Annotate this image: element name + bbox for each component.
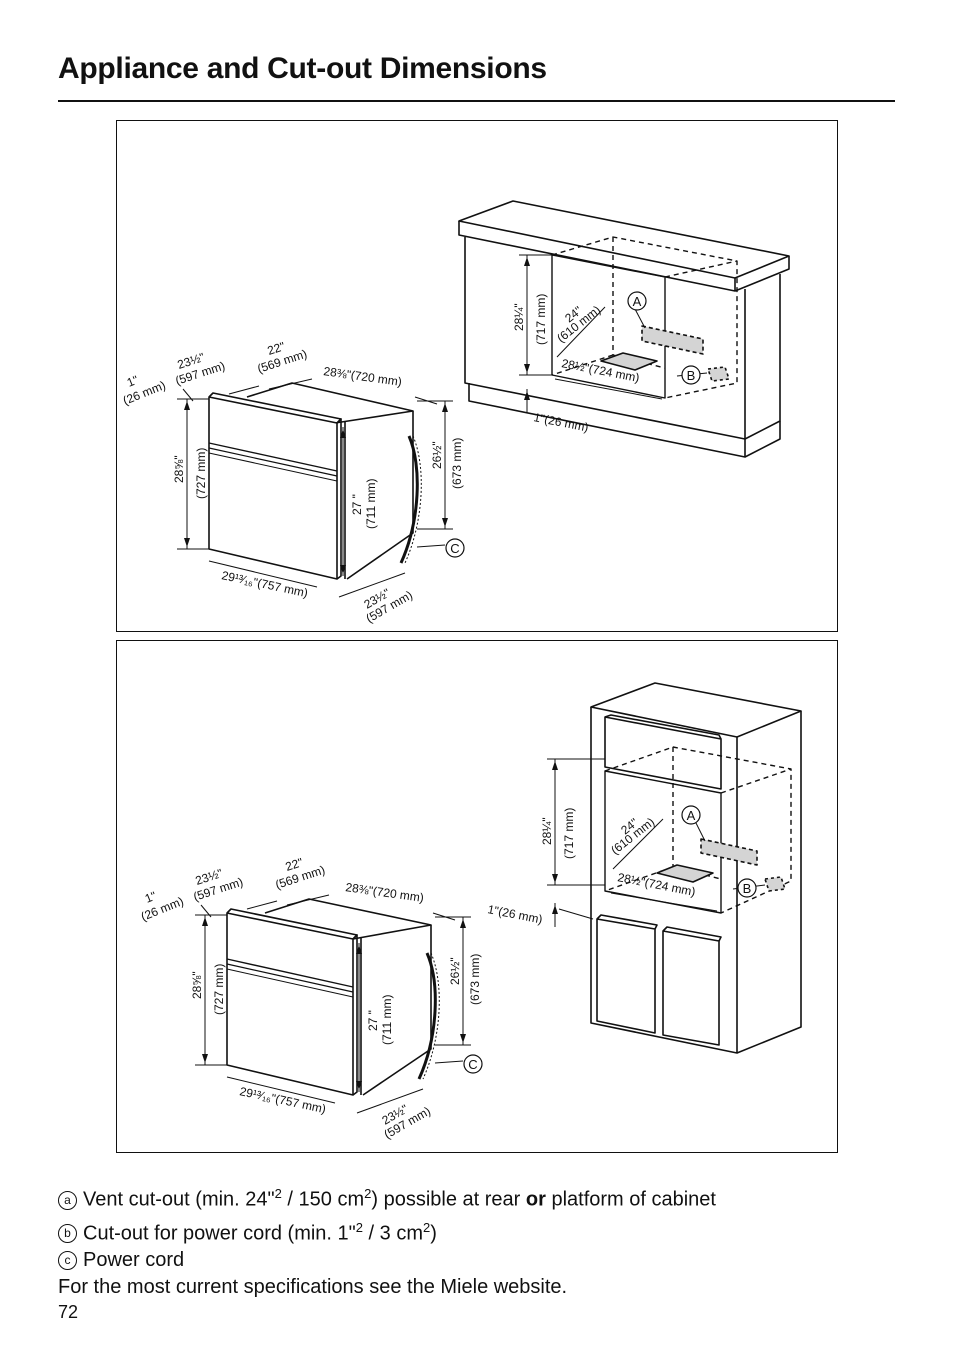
legend-note: For the most current specifications see … [58,1276,568,1299]
dim-29-13-16-2: 29¹³⁄₁₆"(757 mm) [238,1084,327,1116]
dim-28-5-8: 28⅝" [172,455,186,483]
legend-a-text-2: / 150 cm [281,1188,365,1211]
dim-727mm: (727 mm) [194,448,208,499]
legend-a-text-4: platform of cabinet [545,1188,716,1211]
callout-a-2: A [681,805,701,825]
dim-26half: 26½" [430,441,444,469]
dim-673mm-2: (673 mm) [468,954,482,1005]
dim-28quarter-2: 28¼" [540,817,554,845]
svg-text:A: A [687,808,696,823]
dim-1in-26mm: 1"(26 mm) [532,410,589,434]
legend-a-sup2: 2 [364,1186,372,1201]
dim-26half-2: 26½" [448,957,462,985]
legend-a-text-1: Vent cut-out (min. 24" [83,1188,275,1211]
svg-text:A: A [633,294,642,309]
figure-undercounter-drawing: 1" (26 mm) 23½" (597 mm) 22" (569 mm) 28… [121,200,790,626]
dim-27-2: 27 " [366,1010,380,1031]
figure-tallcabinet-drawing: 1" (26 mm) 23½" (597 mm) 22" (569 mm) 28… [139,682,802,1142]
page-title: Appliance and Cut-out Dimensions [58,52,547,85]
legend-b-text-3: ) [430,1222,437,1245]
dim-717mm-2: (717 mm) [562,808,576,859]
dim-29-13-16: 29¹³⁄₁₆"(757 mm) [220,568,309,600]
svg-text:C: C [450,541,459,556]
dim-22: 22" [266,339,287,358]
legend-marker-a: a [58,1190,77,1210]
legend-c-text: Power cord [83,1249,185,1272]
dim-1in-26mm-2: 1"(26 mm) [486,902,543,926]
callout-a: A [627,291,647,311]
figure-undercounter: 1" (26 mm) 23½" (597 mm) 22" (569 mm) 28… [116,120,838,632]
dim-27: 27 " [350,494,364,515]
callout-c-2: C [463,1054,483,1074]
figure-tallcabinet: 1" (26 mm) 23½" (597 mm) 22" (569 mm) 28… [116,640,838,1153]
dim-711mm-2: (711 mm) [380,995,394,1045]
callout-b-2: B [737,878,757,898]
legend-a-sup1: 2 [274,1186,282,1201]
dim-1in: 1" [125,373,140,390]
callout-c: C [445,538,465,558]
title-rule [58,100,895,102]
legend-a-bold: or [525,1188,546,1211]
page-number: 72 [58,1302,79,1322]
dim-1in-2: 1" [143,889,158,906]
dim-673mm: (673 mm) [450,438,464,489]
dim-22-2: 22" [284,855,305,874]
dim-28-3-8-2: 28⅜"(720 mm) [345,880,425,905]
legend-b-sup1: 2 [355,1219,363,1235]
dim-28quarter: 28¼" [512,303,526,331]
legend-b-text-1: Cut-out for power cord (min. 1" [83,1222,356,1245]
legend-marker-b: b [58,1224,77,1244]
dim-28-3-8: 28⅜"(720 mm) [323,364,403,389]
legend-b-sup2: 2 [423,1219,431,1235]
legend-a-text-3: ) possible at rear [371,1188,526,1211]
svg-text:C: C [468,1057,477,1072]
dim-717mm: (717 mm) [534,294,548,345]
dim-711mm: (711 mm) [364,479,378,529]
dim-28-5-8-2: 28⅝" [190,971,204,999]
legend-b-text-2: / 3 cm [363,1222,424,1245]
svg-text:B: B [687,368,696,383]
legend-item-c: c Power cord [58,1247,716,1274]
legend-marker-c: c [58,1251,77,1271]
callout-b: B [681,365,701,385]
dim-727mm-2: (727 mm) [212,964,226,1015]
svg-text:B: B [743,881,752,896]
